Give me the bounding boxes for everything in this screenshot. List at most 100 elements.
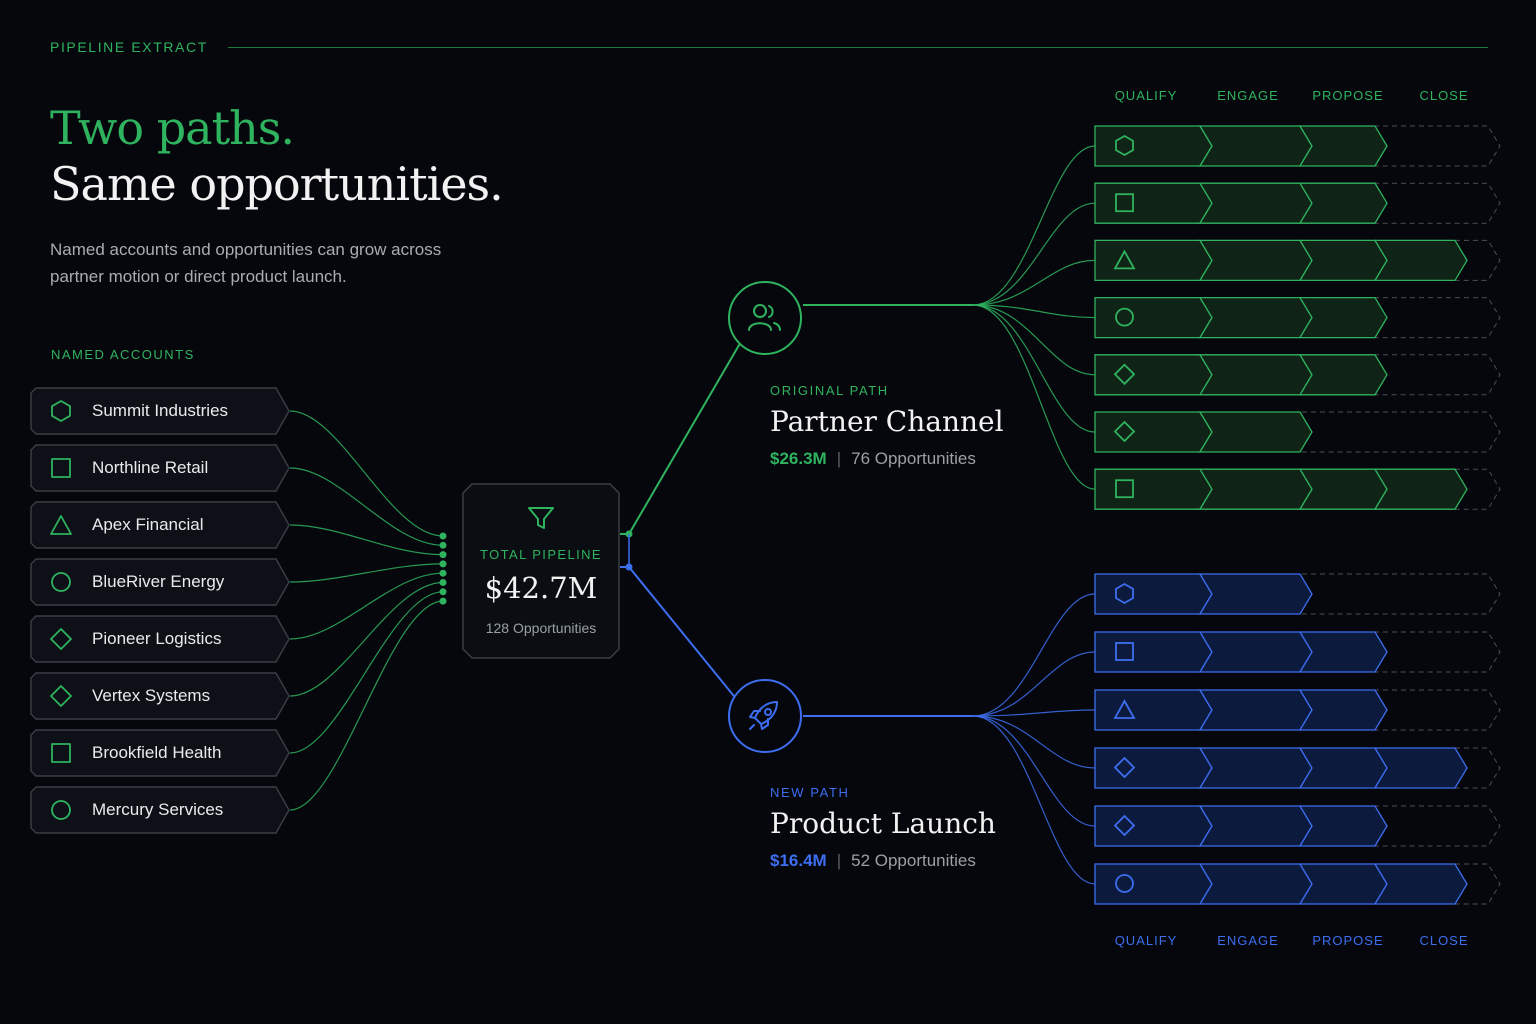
circle-icon: [50, 571, 72, 593]
account-item[interactable]: Brookfield Health: [30, 729, 290, 777]
account-frame: [30, 786, 290, 834]
partner-stage-segment: [1094, 125, 1213, 167]
launch-fan-line: [972, 651, 1096, 717]
launch-stage-segment: [1298, 805, 1388, 847]
partner-stage-segment: [1298, 182, 1388, 224]
title-line-1: Two paths.: [50, 101, 295, 155]
partner-fan-line: [972, 145, 1096, 306]
account-name: BlueRiver Energy: [92, 572, 225, 591]
launch-stage-segment: [1298, 689, 1388, 731]
launch-fan-line: [972, 715, 1096, 885]
partner-stage-segment: [1298, 296, 1388, 339]
partner-stage-segment: [1094, 411, 1213, 453]
partner-fan-line: [972, 304, 1096, 376]
launch-stage-segment: [1198, 747, 1313, 789]
named-accounts-label: NAMED ACCOUNTS: [51, 347, 195, 362]
circle-icon: [50, 799, 72, 821]
account-frame: [30, 672, 290, 720]
account-frame: [30, 615, 290, 663]
partner-fan-line: [972, 304, 1096, 433]
partner-fan-line: [972, 259, 1096, 306]
partner-stage-segment: [1298, 239, 1388, 282]
launch-stage-segment: [1198, 863, 1313, 905]
subtitle: Named accounts and opportunities can gro…: [50, 240, 442, 286]
launch-amount: $16.4M: [770, 851, 827, 870]
diamond-icon: [1113, 814, 1136, 837]
partner-amount: $26.3M: [770, 449, 827, 468]
bottom-stage-qualify: QUALIFY: [1114, 933, 1178, 948]
diamond-icon: [50, 685, 72, 707]
partner-stage-segment: [1094, 468, 1213, 510]
partner-stage-segment: [1094, 296, 1213, 339]
total-pipeline-count: 128 Opportunities: [485, 620, 597, 636]
diamond-icon: [50, 628, 72, 650]
rocket-icon: [749, 701, 778, 730]
account-item[interactable]: Apex Financial: [30, 501, 290, 549]
partner-hub: [727, 280, 803, 356]
launch-fan-line: [972, 715, 1096, 769]
launch-path-eyebrow: NEW PATH: [770, 785, 850, 800]
launch-stage-segment: [1298, 631, 1388, 673]
account-name: Brookfield Health: [92, 743, 222, 762]
account-name: Pioneer Logistics: [92, 629, 222, 648]
launch-stage-segment: [1198, 805, 1313, 847]
launch-stage-segment: [1094, 863, 1213, 905]
triangle-icon: [50, 514, 72, 536]
header-divider: [228, 47, 1488, 48]
total-card-frame: [462, 483, 620, 659]
launch-stage-segment: [1198, 631, 1313, 673]
partner-path-title: Partner Channel: [770, 405, 1004, 438]
partner-stage-segment: [1094, 354, 1213, 396]
total-pipeline-card: TOTAL PIPELINE $42.7M 128 Opportunities: [462, 483, 620, 659]
diamond-icon: [1113, 363, 1136, 386]
launch-stage-segment: [1373, 747, 1468, 789]
launch-count: 52 Opportunities: [851, 851, 976, 870]
partner-stage-segment: [1198, 468, 1313, 510]
square-icon: [1115, 479, 1134, 499]
diamond-icon: [1113, 756, 1136, 779]
hexagon-icon: [1115, 582, 1134, 605]
launch-stage-segment: [1198, 573, 1313, 615]
partner-stage-segment: [1298, 125, 1388, 167]
triangle-icon: [1113, 249, 1136, 270]
launch-stage-segment: [1298, 863, 1388, 905]
account-item[interactable]: Mercury Services: [30, 786, 290, 834]
launch-fan-line: [972, 709, 1096, 717]
launch-fan-line: [972, 593, 1096, 717]
launch-stage-segment: [1094, 631, 1213, 673]
partner-stage-segment: [1373, 239, 1468, 282]
circle-icon: [1115, 307, 1134, 327]
account-item[interactable]: Pioneer Logistics: [30, 615, 290, 663]
funnel-icon: [528, 507, 554, 529]
partner-stage-segment: [1198, 182, 1313, 224]
account-item[interactable]: Northline Retail: [30, 444, 290, 492]
partner-stage-segment: [1198, 296, 1313, 339]
top-stage-engage: ENGAGE: [1217, 88, 1279, 103]
account-frame: [30, 558, 290, 606]
hexagon-icon: [1115, 134, 1134, 157]
bottom-stage-close: CLOSE: [1419, 933, 1469, 948]
launch-stage-segment: [1198, 689, 1313, 731]
top-stage-close: CLOSE: [1419, 88, 1469, 103]
account-name: Apex Financial: [92, 515, 204, 534]
account-item[interactable]: Summit Industries: [30, 387, 290, 435]
partner-stage-segment: [1198, 239, 1313, 282]
top-stage-propose: PROPOSE: [1312, 88, 1384, 103]
account-name: Northline Retail: [92, 458, 209, 477]
square-icon: [1115, 642, 1134, 661]
launch-fan-line: [972, 715, 1096, 827]
total-pipeline-value: $42.7M: [484, 571, 598, 605]
account-frame: [30, 444, 290, 492]
circle-icon: [1115, 874, 1134, 893]
launch-stage-segment: [1094, 805, 1213, 847]
partner-stage-segment: [1198, 125, 1313, 167]
account-item[interactable]: Vertex Systems: [30, 672, 290, 720]
partner-fan-line: [972, 202, 1096, 306]
account-item[interactable]: BlueRiver Energy: [30, 558, 290, 606]
partner-stage-segment: [1373, 468, 1468, 510]
launch-separator: |: [836, 851, 842, 870]
partner-fan-line: [972, 304, 1096, 319]
bottom-stage-propose: PROPOSE: [1312, 933, 1384, 948]
partner-fan-line: [972, 304, 1096, 490]
